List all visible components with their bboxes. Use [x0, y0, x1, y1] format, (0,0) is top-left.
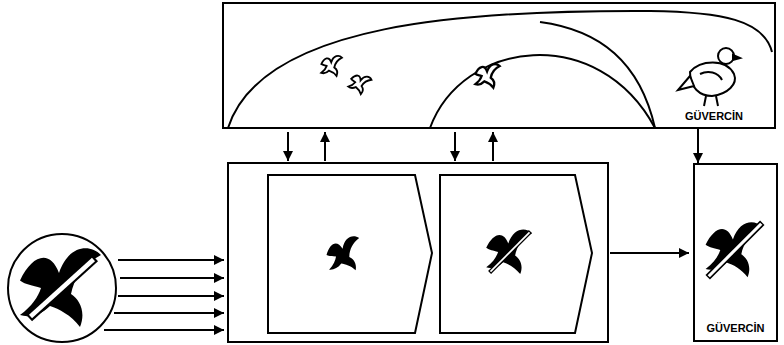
flow-arrow: [120, 277, 224, 279]
flow-arrow: [118, 295, 224, 297]
flow-arrow: [114, 312, 224, 314]
exchange-arrow: [492, 132, 494, 161]
exchange-arrow: [324, 132, 326, 161]
source-circle: [8, 234, 116, 342]
outcome-box: GÜVERCİN: [693, 163, 778, 342]
range-region: GÜVERCİN: [655, 86, 773, 128]
bird-silhouette: [324, 235, 364, 275]
range-arc: [430, 55, 655, 128]
flow-arrow: [610, 252, 689, 254]
range-arc: [540, 22, 655, 128]
flow-arrow: [697, 128, 699, 163]
bird-sketch: [321, 56, 342, 76]
stage-box: [228, 163, 608, 342]
flow-arrow: [104, 329, 224, 331]
flow-arrow: [118, 259, 224, 261]
crossed-bird: [20, 248, 101, 327]
crossed-bird: [706, 222, 763, 277]
pigeon-figure: [678, 48, 740, 106]
stage-pentagon: [440, 175, 592, 333]
range-arc: [228, 11, 772, 128]
exchange-arrow: [454, 132, 456, 161]
node-label: GÜVERCİN: [704, 322, 766, 340]
exchange-arrow: [287, 132, 289, 161]
stage-pentagon: [268, 175, 432, 333]
bird-sketch: [347, 72, 372, 96]
crossed-bird: [486, 229, 532, 274]
bird-sketch: [475, 64, 499, 88]
node-label: GÜVERCİN: [683, 110, 745, 128]
habitat-box: [223, 3, 775, 128]
